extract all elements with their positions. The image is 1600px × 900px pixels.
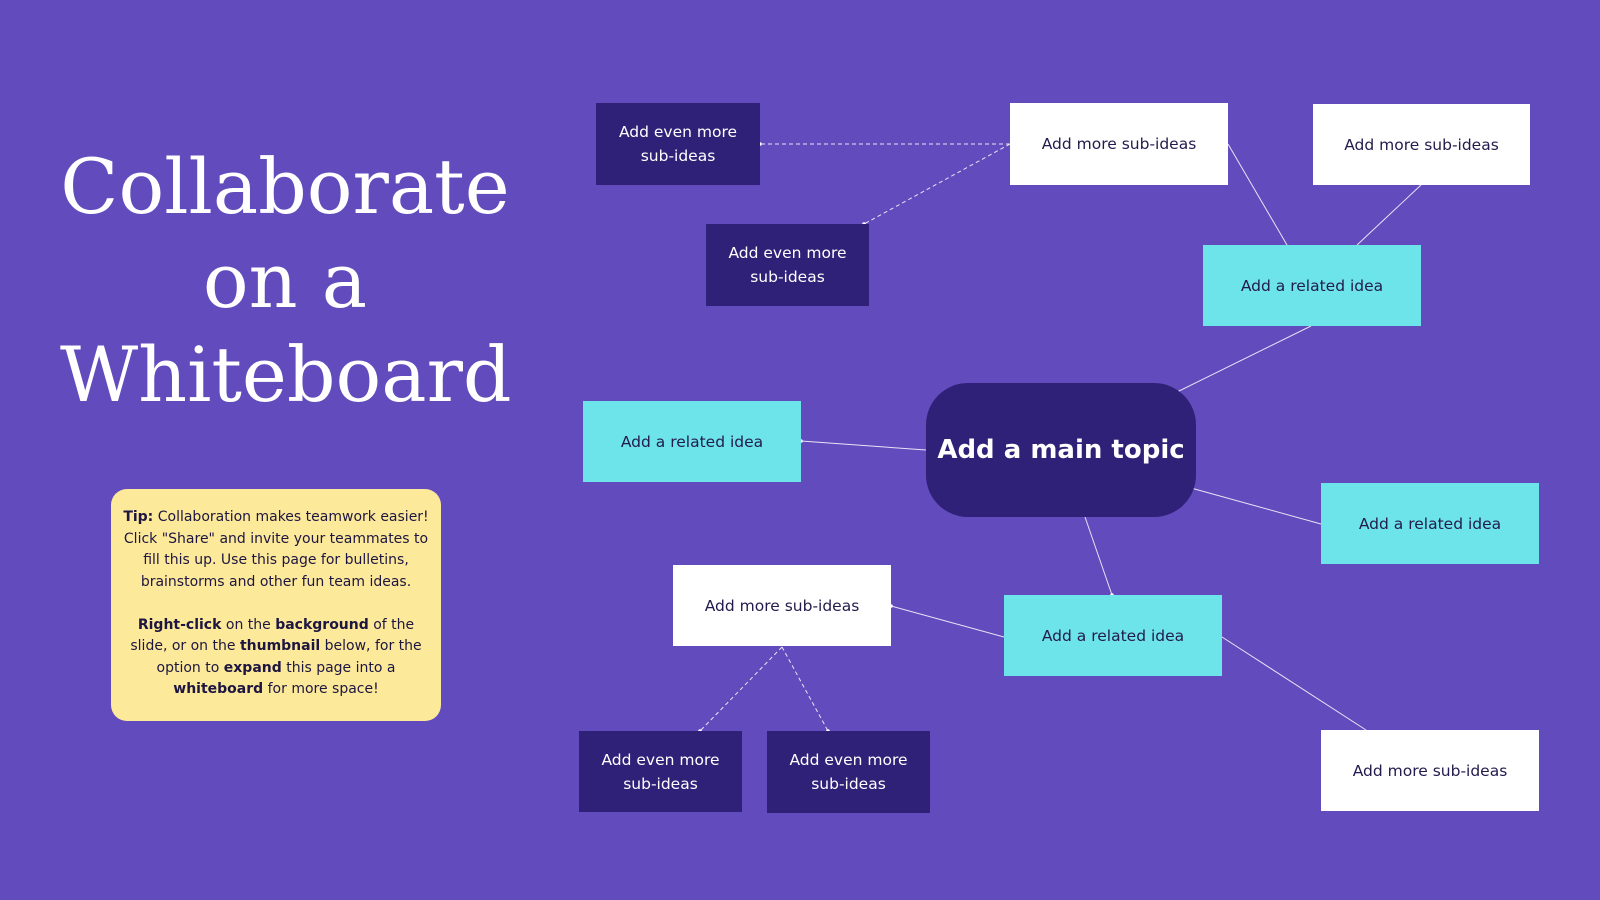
related-idea-node[interactable]: Add a related idea: [1321, 483, 1539, 564]
sub-idea-label: Add more sub-ideas: [1344, 135, 1499, 154]
even-more-node[interactable]: Add even more sub-ideas: [767, 731, 930, 813]
even-more-line: sub-ideas: [623, 774, 698, 793]
tip-text: for more space!: [263, 681, 379, 697]
title-line: on a: [202, 236, 368, 325]
sub-idea-node[interactable]: Add more sub-ideas: [1321, 730, 1539, 811]
even-more-line: sub-ideas: [640, 147, 716, 165]
even-more-label: Add even more sub-ideas: [789, 748, 907, 796]
sub-idea-node[interactable]: Add more sub-ideas: [1313, 104, 1530, 185]
sub-idea-label: Add more sub-ideas: [1352, 761, 1508, 780]
main-topic-label: Add a main topic: [937, 435, 1185, 465]
even-more-line: sub-ideas: [811, 775, 886, 793]
even-more-label: Add even more sub-ideas: [601, 748, 719, 796]
connector-line: [1084, 516, 1113, 596]
even-more-node[interactable]: Add even more sub-ideas: [596, 103, 760, 185]
even-more-label: Add even more sub-ideas: [728, 241, 846, 289]
related-idea-node[interactable]: Add a related idea: [1004, 595, 1222, 676]
connector-line: [1221, 636, 1367, 731]
title-line: Collaborate: [60, 142, 510, 231]
connector-line-dashed: [699, 646, 783, 732]
sub-idea-label: Add more sub-ideas: [1041, 135, 1197, 153]
main-topic-node[interactable]: Add a main topic: [926, 383, 1196, 517]
connector-line: [1356, 184, 1422, 246]
title-line: Whiteboard: [60, 330, 512, 419]
connector-line: [1227, 143, 1288, 246]
tip-text: this page into a: [281, 659, 396, 676]
connector-line: [1190, 487, 1322, 525]
tip-paragraph: Tip: Collaboration makes teamwork easier…: [121, 507, 431, 593]
tip-emphasis: thumbnail: [239, 638, 321, 654]
tip-box: Tip: Collaboration makes teamwork easier…: [111, 489, 441, 721]
tip-emphasis: whiteboard: [173, 681, 264, 697]
tip-text: of the slide, or on the: [130, 616, 415, 655]
related-idea-node[interactable]: Add a related idea: [583, 401, 801, 482]
tip-emphasis: expand: [223, 659, 282, 676]
related-idea-label: Add a related idea: [620, 432, 764, 451]
even-more-line: sub-ideas: [750, 268, 825, 286]
even-more-node[interactable]: Add even more sub-ideas: [706, 224, 869, 306]
tip-emphasis: Right-click: [137, 616, 222, 633]
even-more-line: Add even more: [601, 750, 720, 769]
sub-idea-node[interactable]: Add more sub-ideas: [1010, 103, 1228, 185]
tip-text: on the: [221, 616, 276, 633]
even-more-label: Add even more sub-ideas: [619, 120, 737, 168]
tip-emphasis: background: [275, 616, 369, 633]
sub-idea-label: Add more sub-ideas: [704, 596, 860, 615]
even-more-line: Add even more: [789, 751, 908, 769]
even-more-line: Add even more: [618, 123, 738, 141]
connector-line-dashed: [781, 646, 829, 732]
related-idea-label: Add a related idea: [1240, 276, 1384, 295]
connector-line: [1174, 325, 1312, 394]
connector-line: [800, 440, 927, 451]
even-more-line: Add even more: [728, 244, 847, 262]
connector-line-dashed: [863, 143, 1011, 225]
related-idea-node[interactable]: Add a related idea: [1203, 245, 1421, 326]
related-idea-label: Add a related idea: [1041, 626, 1185, 645]
sub-idea-node[interactable]: Add more sub-ideas: [673, 565, 891, 646]
page-title: Collaborate on a Whiteboard: [60, 140, 512, 422]
related-idea-label: Add a related idea: [1358, 514, 1502, 533]
even-more-node[interactable]: Add even more sub-ideas: [579, 731, 742, 812]
connector-line: [890, 605, 1005, 638]
tip-text: Collaboration makes teamwork easier! Cli…: [123, 509, 429, 590]
tip-lead: Tip:: [123, 509, 154, 525]
tip-text: below, for the option to: [156, 638, 422, 676]
tip-paragraph: Right-click on the background of the sli…: [121, 615, 431, 701]
